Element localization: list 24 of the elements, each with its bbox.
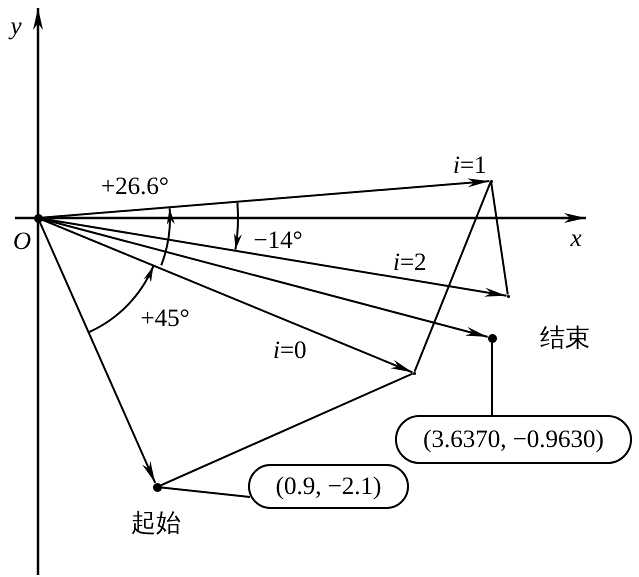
vertex-point [412,372,416,374]
vertex-point [490,180,492,182]
origin-label: O [13,228,32,254]
point-dot [152,482,162,492]
line [160,372,414,486]
vector-arrow [42,218,413,374]
line [414,182,492,372]
angle-label: +45° [140,306,190,330]
axis-label: y [10,14,22,38]
coordinate-box: (0.9, −2.1) [248,464,409,509]
leader-line [491,342,493,415]
angle-label: +26.6° [101,174,169,198]
vector-arrow [38,222,156,484]
coordinate-box: (3.6370, −0.9630) [395,415,632,464]
point-label: 结束 [540,326,590,350]
point-dot [34,214,42,222]
vector-arrow [42,178,490,219]
angle-label: −14° [254,228,303,252]
point-label: 起始 [131,510,181,536]
line [490,182,509,295]
point-dot [488,334,496,342]
vertex-point [506,294,510,298]
leader-line [161,486,250,498]
axis-label: x [570,226,582,250]
